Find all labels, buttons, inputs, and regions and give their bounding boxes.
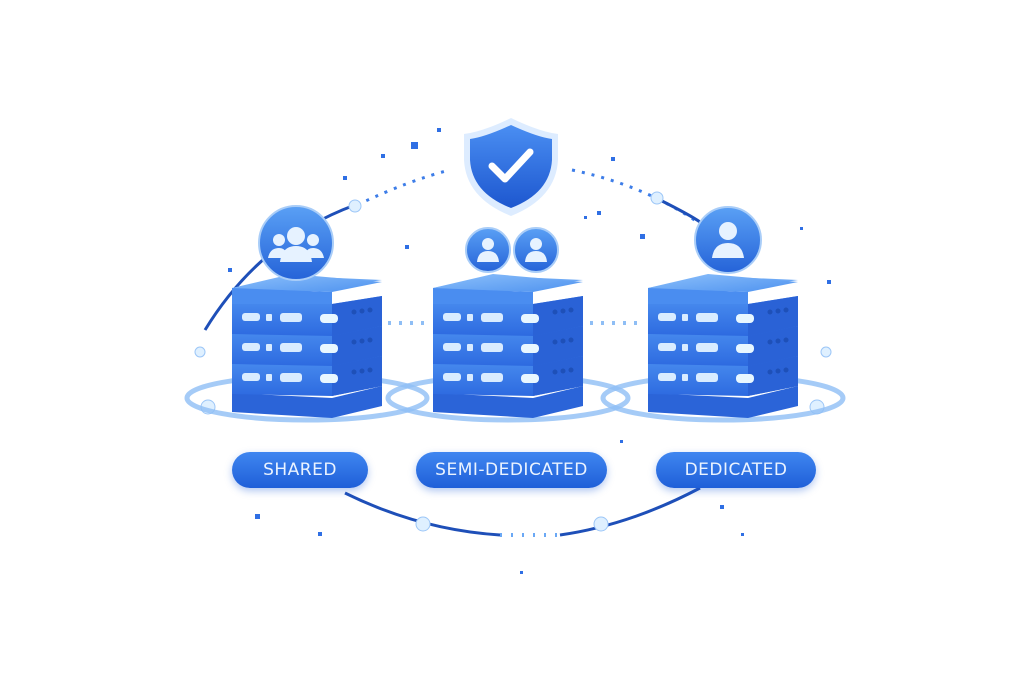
tier-label-dedicated: DEDICATED xyxy=(656,452,816,488)
tier-label-semi-dedicated: SEMI-DEDICATED xyxy=(416,452,607,488)
server-stack-shared xyxy=(187,274,427,420)
tier-label-shared: SHARED xyxy=(232,452,368,488)
two-users-icon xyxy=(465,227,559,273)
shield-check-icon xyxy=(464,118,558,216)
tier-label-text: DEDICATED xyxy=(684,460,788,480)
tier-label-text: SEMI-DEDICATED xyxy=(435,460,588,480)
single-user-icon xyxy=(694,206,762,274)
server-stack-semi-dedicated xyxy=(388,274,628,420)
particles xyxy=(228,128,831,574)
orbit-ring xyxy=(194,168,832,537)
tier-label-text: SHARED xyxy=(263,460,337,480)
server-stack-dedicated xyxy=(603,274,843,420)
user-group-icon xyxy=(258,205,334,281)
